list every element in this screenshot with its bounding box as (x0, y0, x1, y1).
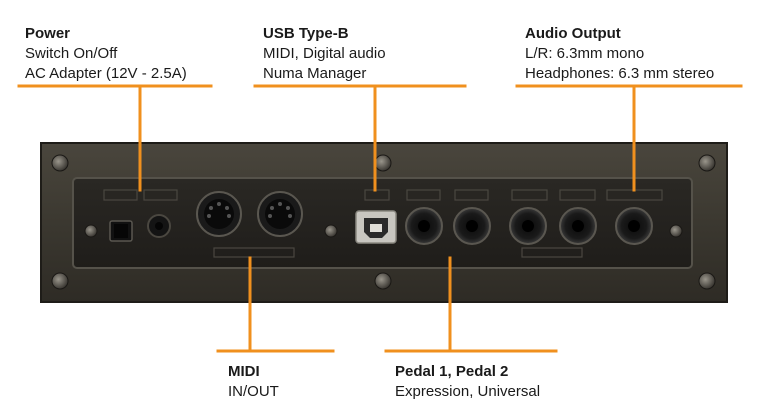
dc-jack-pin (155, 222, 163, 230)
housing-screws (51, 154, 716, 290)
power-callout: Power Switch On/Off AC Adapter (12V - 2.… (25, 24, 187, 84)
usb-line-2: Numa Manager (263, 65, 367, 82)
power-line-2: AC Adapter (12V - 2.5A) (25, 65, 187, 82)
silkscreen-marks (103, 189, 663, 258)
midi-out-port (257, 191, 303, 237)
audio-right-jack (559, 207, 597, 245)
screw-icon (374, 154, 392, 172)
audio-title: Audio Output (525, 25, 621, 42)
usb-callout: USB Type-B MIDI, Digital audio Numa Mana… (263, 24, 386, 84)
screw-icon (669, 224, 683, 238)
midi-line-1: IN/OUT (228, 383, 279, 400)
audio-line-1: L/R: 6.3mm mono (525, 45, 645, 62)
headphones-jack (615, 207, 653, 245)
usb-title: USB Type-B (263, 25, 349, 42)
power-switch-rocker (114, 224, 128, 238)
audio-callout: Audio Output L/R: 6.3mm mono Headphones:… (525, 24, 714, 84)
usb-b-port (355, 210, 397, 244)
pedal-2-jack (453, 207, 491, 245)
screw-icon (324, 224, 338, 238)
pedal-callout: Pedal 1, Pedal 2 Expression, Universal (395, 362, 540, 402)
screw-icon (51, 154, 69, 172)
screw-icon (374, 272, 392, 290)
midi-in-port (196, 191, 242, 237)
screw-icon (698, 272, 716, 290)
midi-title: MIDI (228, 363, 260, 380)
power-title: Power (25, 25, 71, 42)
midi-callout: MIDI IN/OUT (228, 362, 279, 402)
pedal-line-1: Expression, Universal (395, 383, 541, 400)
screw-icon (51, 272, 69, 290)
power-line-1: Switch On/Off (25, 45, 118, 62)
pedal-1-jack (405, 207, 443, 245)
screw-icon (84, 224, 98, 238)
callout-lines (17, 84, 743, 353)
audio-line-2: Headphones: 6.3 mm stereo (525, 65, 715, 82)
usb-line-1: MIDI, Digital audio (263, 45, 386, 62)
audio-left-jack (509, 207, 547, 245)
pedal-title: Pedal 1, Pedal 2 (395, 363, 509, 380)
screw-icon (698, 154, 716, 172)
